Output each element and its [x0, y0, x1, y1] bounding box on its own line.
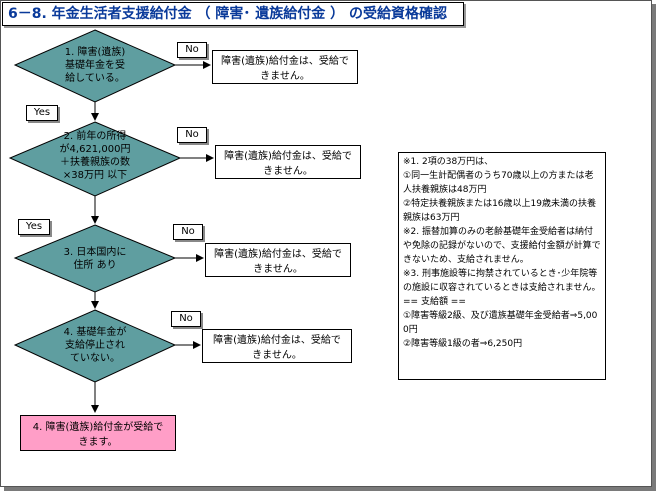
no-label-4: No — [171, 311, 201, 327]
notes-box: ※1. 2項の38万円は、 ①同一生計配偶者のうち70歳以上の方または老人扶養親… — [398, 152, 606, 380]
note-line: ※1. 2項の38万円は、 — [403, 157, 494, 167]
decision-text-2: 2. 前年の所得 が4,621,000円 ＋扶養親族の数 ×38万円 以下 — [59, 131, 131, 181]
decision-text-3: 3. 日本国内に 住所 あり — [63, 247, 127, 271]
decision-text-1: 1. 障害(遺族) 基礎年金を受 給している。 — [64, 47, 126, 84]
note-line: ※2. 振替加算のみの老齢基礎年金受給者は納付や免除の記録がないので、支援給付金… — [403, 227, 601, 265]
yes-label-1: Yes — [26, 105, 58, 121]
note-line: ②特定扶養親族または16歳以上19歳未満の扶養親族は63万円 — [403, 199, 596, 223]
decision-text-4: 4. 基礎年金が 支給停止され ていない。 — [63, 327, 127, 364]
no-label-1: No — [177, 42, 207, 58]
diagram-title: 6－8. 年金生活者支援給付金 （ 障害･ 遺族給付金 ） の受給資格確認 — [2, 2, 464, 26]
result-box-4: 障害(遺族)給付金は、受給で きません。 — [202, 329, 352, 363]
note-line: ①同一生計配偶者のうち70歳以上の方または老人扶養親族は48万円 — [403, 171, 594, 195]
result-box-2: 障害(遺族)給付金は、受給で きません。 — [215, 145, 361, 179]
note-line: == 支給額 == — [403, 297, 466, 307]
yes-label-2: Yes — [18, 219, 50, 235]
result-box-1: 障害(遺族)給付金は、受給で きません。 — [212, 50, 358, 84]
note-line: ②障害等級1級の者⇒6,250円 — [403, 339, 523, 349]
note-line: ①障害等級2級、及び遺族基礎年金受給者⇒5,000円 — [403, 311, 598, 335]
note-line: ※3. 刑事施設等に拘禁されているとき･少年院等の施設に収容されているときは支給… — [403, 269, 601, 293]
result-box-3: 障害(遺族)給付金は、受給で きません。 — [205, 243, 351, 277]
final-result-box: 4. 障害(遺族)給付金が受給で きます。 — [20, 415, 176, 451]
no-label-3: No — [173, 224, 203, 240]
no-label-2: No — [177, 127, 207, 143]
